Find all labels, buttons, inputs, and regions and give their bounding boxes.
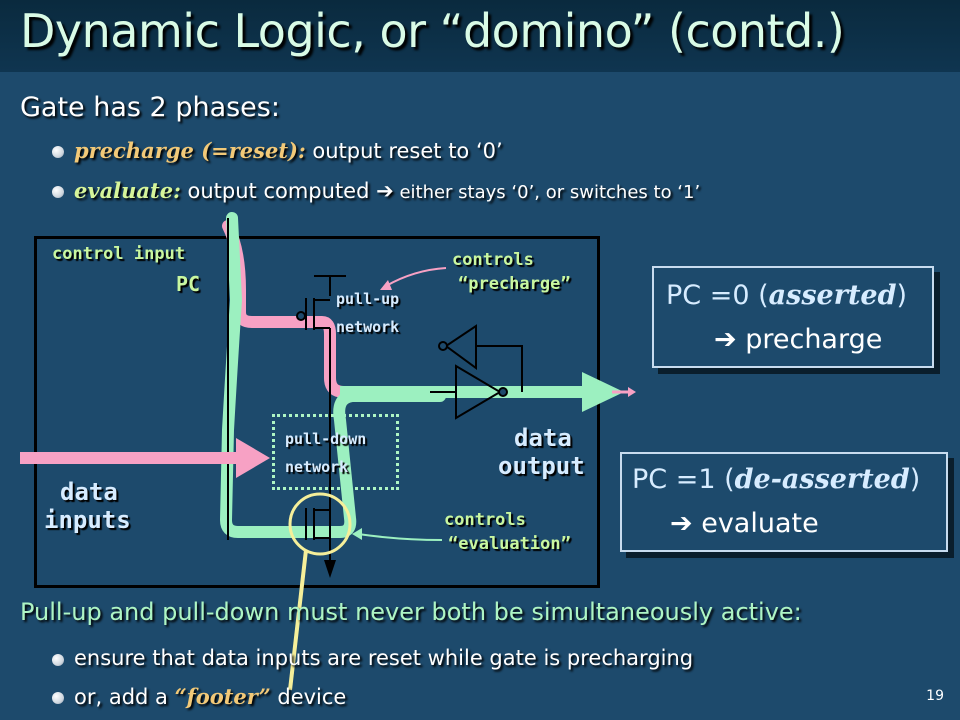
pullup-label-2: network [336,318,400,336]
slide-number: 19 [926,688,944,704]
controls-precharge-label-1: controls [452,250,534,270]
pc0-box: PC =0 (asserted) ➔ precharge [652,266,934,368]
pc1-action: evaluate [701,508,819,539]
bullet-dot-icon [52,146,64,158]
footer-device-pre: or, add a [74,685,175,709]
pc0-line2: ➔ precharge [714,324,882,355]
bullet-dot-icon [52,654,64,666]
footer-device-post: device [270,685,347,709]
pc1-term: de-asserted [734,464,910,495]
bullet-dot-icon [52,186,64,198]
footer-heading: Pull-up and pull-down must never both be… [20,598,802,626]
evaluate-text-2: either stays ‘0’, or switches to ‘1’ [393,182,701,203]
keeper-bubble-icon [438,341,448,351]
footer-term: “footer” [174,684,271,709]
right-arrow-icon: ➔ [376,179,394,203]
reset-inputs-text: ensure that data inputs are reset while … [74,646,694,670]
pulldown-label-2: network [285,458,349,476]
pulldown-label-1: pull-down [285,430,367,448]
control-input-label: control input [52,244,186,264]
pc0-term: asserted [768,280,897,311]
pc1-close: ) [909,464,921,495]
right-arrow-icon: ➔ [670,508,693,539]
bullet-reset-inputs: ensure that data inputs are reset while … [52,646,694,670]
inverter-bubble-icon [498,387,508,397]
pc0-close: ) [896,280,908,311]
slide-title: Dynamic Logic, or “domino” (contd.) [20,4,845,58]
data-output-label-1: data [514,424,572,452]
circuit-wires [227,218,523,560]
right-arrow-icon: ➔ [714,324,737,355]
controls-evaluation-label-2: “evaluation” [448,534,571,554]
pc0-text: PC =0 ( [666,280,769,311]
pc-label: PC [176,272,201,296]
bullet-footer-device: or, add a “footer” device [52,684,347,709]
title-bar [0,0,960,72]
output-arrowhead-icon [582,372,624,412]
bullet-precharge: precharge (=reset): output reset to ‘0’ [52,138,503,163]
data-output-label-2: output [498,452,585,480]
bullet-dot-icon [52,692,64,704]
footer-device-circle [288,492,352,556]
bullet-evaluate: evaluate: output computed ➔ either stays… [52,178,701,203]
controls-precharge-label-2: “precharge” [458,274,571,294]
data-inputs-arrowhead-icon [236,438,270,478]
precharge-path [222,220,606,398]
evaluate-text: output computed [180,179,377,203]
control-pc-path [220,212,446,538]
ground-arrow-icon [324,560,336,578]
precharge-text: output reset to ‘0’ [305,139,503,163]
intro-heading: Gate has 2 phases: [20,92,280,123]
evaluate-term: evaluate: [74,178,181,203]
footer-pointer-line [288,549,308,691]
pc1-text: PC =1 ( [632,464,735,495]
evaluation-pointer [357,533,443,541]
precharge-term: precharge (=reset): [74,138,306,163]
data-inputs-label-1: data [60,478,118,506]
pullup-label-1: pull-up [336,290,400,308]
precharge-pointer [385,267,447,287]
diagram-frame [34,236,600,588]
data-inputs-label-2: inputs [44,506,131,534]
pc1-box: PC =1 (de-asserted) ➔ evaluate [620,452,948,552]
pc0-line1: PC =0 (asserted) [666,280,907,311]
controls-evaluation-label-1: controls [444,510,526,530]
pc1-line2: ➔ evaluate [670,508,819,539]
pullup-gate-bubble-icon [296,311,306,321]
pc0-action: precharge [745,324,883,355]
pc1-line1: PC =1 (de-asserted) [632,464,920,495]
